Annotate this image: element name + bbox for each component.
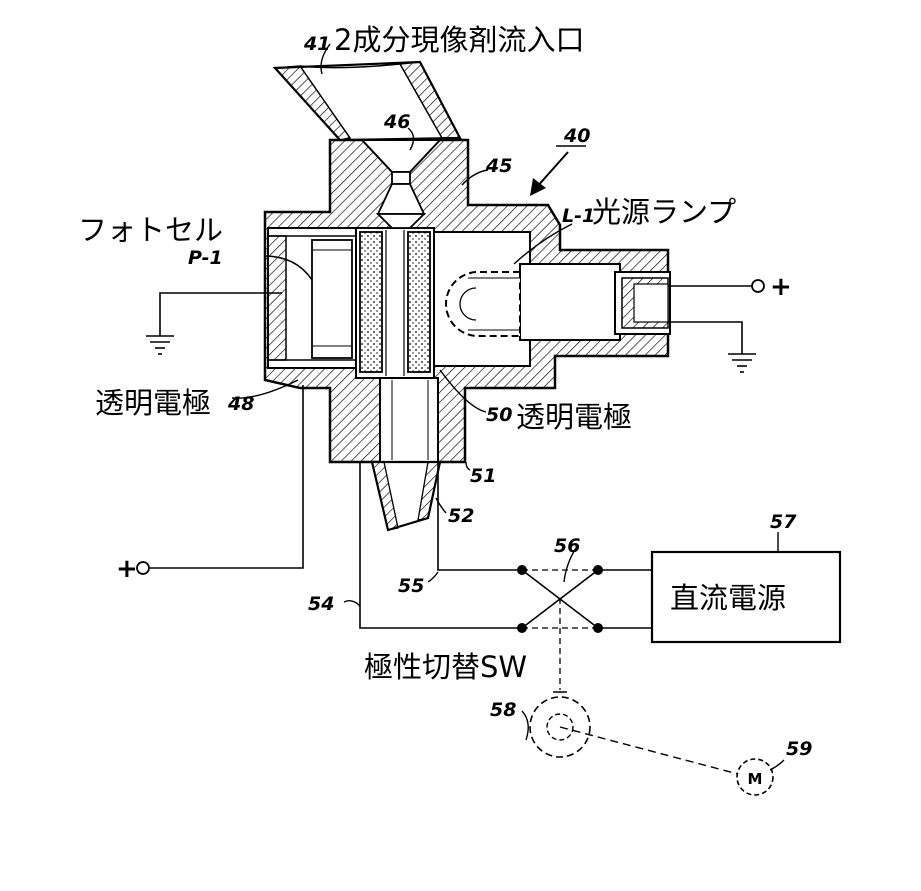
label-polarity-switch: 極性切替SW (364, 650, 527, 684)
ref-50: 50 (486, 404, 512, 426)
ref-55: 55 (398, 575, 424, 597)
terminal-left (136, 561, 150, 575)
label-electrode-right: 透明電極 (516, 400, 632, 434)
motor-label: M (748, 770, 763, 788)
outlet-pipe (370, 460, 442, 532)
terminal-plus-right: + (770, 272, 792, 302)
label-electrode-left: 透明電極 (95, 386, 211, 420)
inlet-funnel (359, 139, 443, 229)
terminal-plus-left: + (116, 554, 138, 584)
label-light-lamp: 光源ランプ (592, 195, 736, 229)
wiring (146, 285, 756, 629)
ref-56: 56 (554, 535, 580, 557)
ref-51: 51 (470, 465, 496, 487)
inlet-pipe (272, 60, 462, 142)
ref-46: 46 (383, 111, 410, 133)
leader-lines (231, 43, 785, 771)
polarity-switch (517, 565, 603, 693)
ref-45: 45 (485, 155, 512, 177)
ref-54: 54 (308, 593, 334, 615)
motor-59 (736, 758, 774, 796)
label-inlet: 2成分現像剤流入口 (334, 23, 584, 57)
arrow-40 (530, 145, 586, 196)
ref-58: 58 (490, 699, 516, 721)
label-photocell: フォトセル (78, 213, 223, 247)
ref-57: 57 (770, 511, 797, 533)
ref-59: 59 (786, 738, 812, 760)
label-dc-power: 直流電源 (670, 581, 786, 615)
terminal-right (751, 279, 765, 293)
ref-40: 40 (563, 125, 590, 147)
cam-58 (529, 696, 739, 775)
ref-l1: L-1 (562, 205, 595, 227)
ref-p1: P-1 (188, 247, 223, 269)
ref-41: 41 (303, 33, 330, 55)
dc-power-box (650, 550, 842, 644)
ref-48: 48 (227, 393, 254, 415)
lamp-bulb (445, 271, 521, 337)
ref-52: 52 (448, 505, 474, 527)
